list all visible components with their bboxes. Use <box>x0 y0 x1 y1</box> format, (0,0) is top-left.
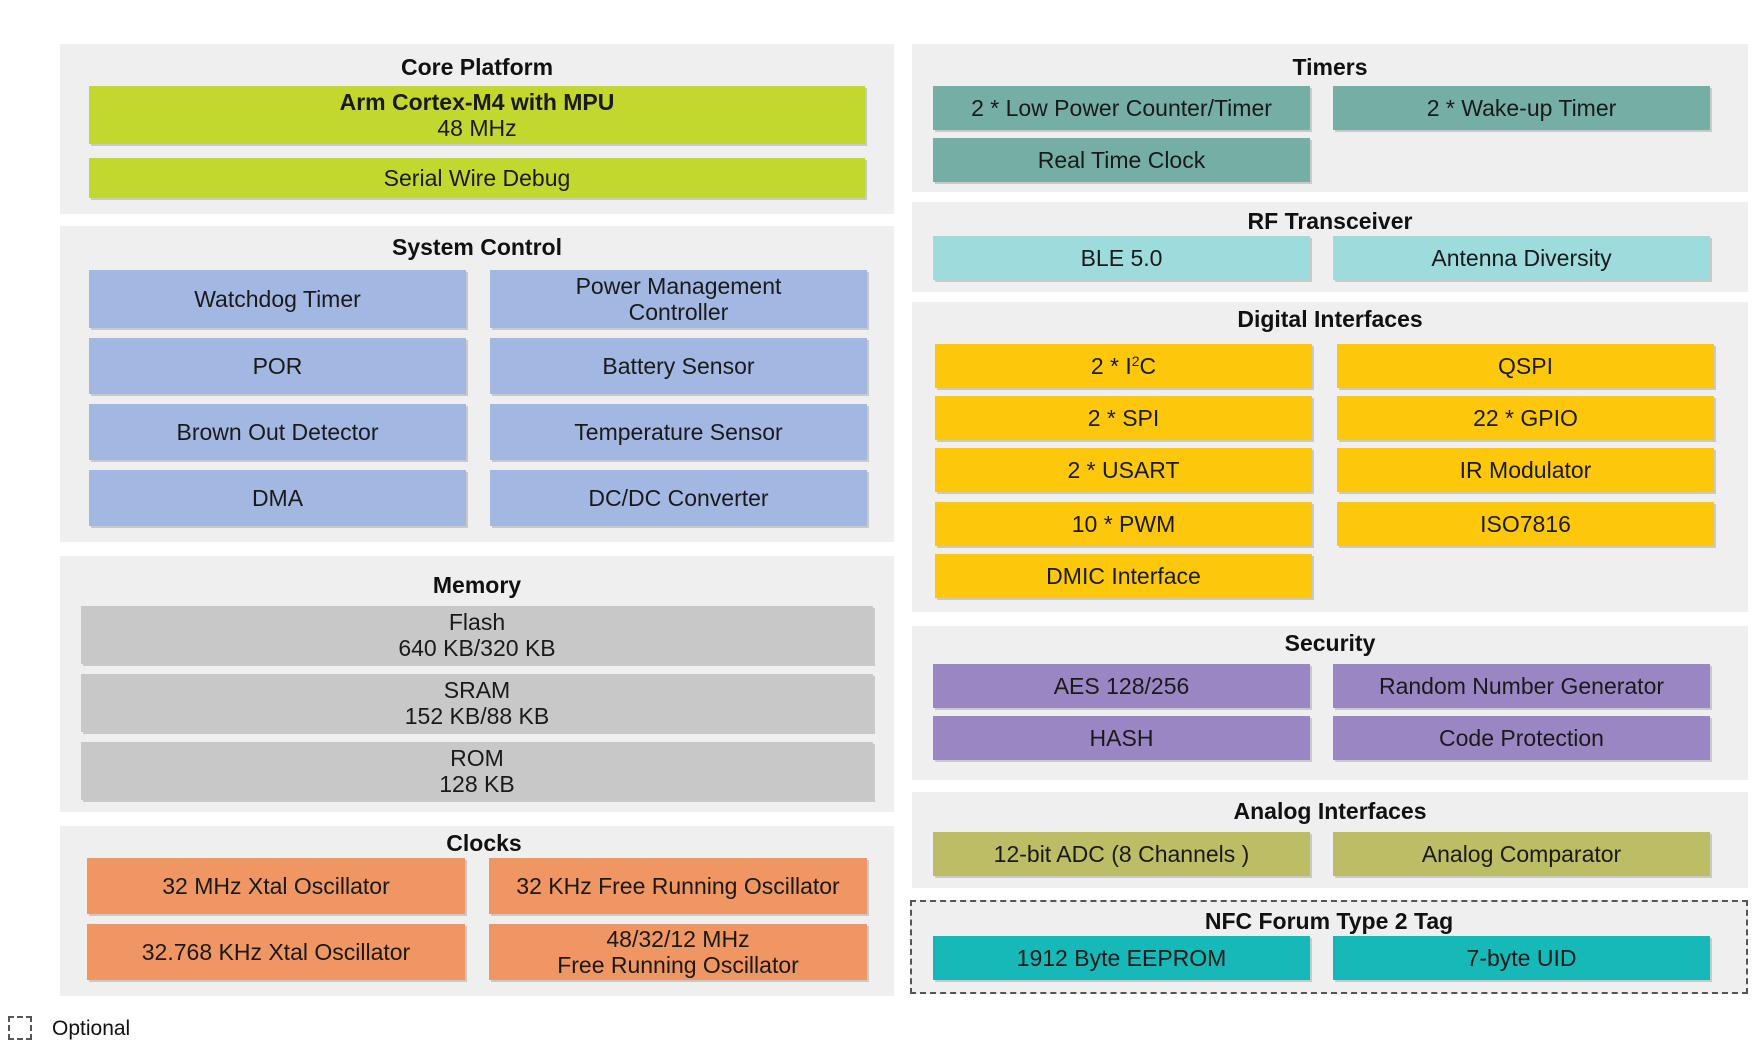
sram-size: 152 KB/88 KB <box>404 703 550 729</box>
32mhz-xtal-block: 32 MHz Xtal Oscillator <box>87 858 465 914</box>
cpu-block: Arm Cortex-M4 with MPU 48 MHz <box>89 86 865 144</box>
sram-block: SRAM 152 KB/88 KB <box>81 674 873 732</box>
32768khz-xtal-block: 32.768 KHz Xtal Oscillator <box>87 924 465 980</box>
aes-block: AES 128/256 <box>933 664 1310 708</box>
dmic-interface-block: DMIC Interface <box>935 554 1312 598</box>
nfc-tag-panel: NFC Forum Type 2 Tag 1912 Byte EEPROM 7-… <box>910 900 1748 994</box>
usart-block: 2 * USART <box>935 448 1312 492</box>
rf-transceiver-title: RF Transceiver <box>1247 208 1413 234</box>
iso7816-block: ISO7816 <box>1337 502 1714 546</box>
wake-up-timer-block: 2 * Wake-up Timer <box>1333 86 1710 130</box>
spi-block: 2 * SPI <box>935 396 1312 440</box>
low-power-counter-block: 2 * Low Power Counter/Timer <box>933 86 1310 130</box>
security-panel: Security AES 128/256 Random Number Gener… <box>912 626 1748 780</box>
uid-block: 7-byte UID <box>1333 936 1710 980</box>
analog-interfaces-title: Analog Interfaces <box>1233 798 1427 824</box>
gpio-block: 22 * GPIO <box>1337 396 1714 440</box>
cpu-freq: 48 MHz <box>437 115 517 141</box>
cpu-name: Arm Cortex-M4 with MPU <box>339 89 615 115</box>
qspi-block: QSPI <box>1337 344 1714 388</box>
48mhz-label-1: 48/32/12 MHz <box>606 926 750 952</box>
memory-title: Memory <box>432 572 522 598</box>
dma-block: DMA <box>89 470 466 526</box>
watchdog-timer-block: Watchdog Timer <box>89 270 466 328</box>
temperature-sensor-block: Temperature Sensor <box>490 404 867 460</box>
flash-size: 640 KB/320 KB <box>398 635 556 661</box>
optional-legend-icon <box>8 1016 32 1040</box>
core-platform-title: Core Platform <box>400 54 554 80</box>
optional-legend-label: Optional <box>52 1017 131 1040</box>
pwm-block: 10 * PWM <box>935 502 1312 546</box>
brown-out-detector-block: Brown Out Detector <box>89 404 466 460</box>
ir-modulator-block: IR Modulator <box>1337 448 1714 492</box>
por-block: POR <box>89 338 466 394</box>
rf-transceiver-panel: RF Transceiver BLE 5.0 Antenna Diversity <box>912 202 1748 292</box>
flash-block: Flash 640 KB/320 KB <box>81 606 873 664</box>
rng-block: Random Number Generator <box>1333 664 1710 708</box>
hash-block: HASH <box>933 716 1310 760</box>
timers-title: Timers <box>1292 54 1368 80</box>
clocks-title: Clocks <box>446 830 522 856</box>
battery-sensor-block: Battery Sensor <box>490 338 867 394</box>
32khz-free-running-block: 32 KHz Free Running Oscillator <box>489 858 867 914</box>
memory-panel: Memory Flash 640 KB/320 KB SRAM 152 KB/8… <box>60 556 894 812</box>
sram-name: SRAM <box>443 677 511 703</box>
power-management-block: Power Management Controller <box>490 270 867 328</box>
real-time-clock-block: Real Time Clock <box>933 138 1310 182</box>
core-platform-panel: Core Platform Arm Cortex-M4 with MPU 48 … <box>60 44 894 214</box>
rom-size: 128 KB <box>439 771 515 797</box>
analog-comparator-block: Analog Comparator <box>1333 832 1710 876</box>
digital-interfaces-panel: Digital Interfaces 2 * I2C QSPI 2 * SPI … <box>912 302 1748 612</box>
antenna-diversity-block: Antenna Diversity <box>1333 236 1710 280</box>
i2c-label: 2 * I2C <box>1090 353 1157 379</box>
rom-block: ROM 128 KB <box>81 742 873 800</box>
system-control-panel: System Control Watchdog Timer Power Mana… <box>60 226 894 542</box>
system-control-title: System Control <box>392 234 562 260</box>
security-title: Security <box>1284 630 1376 656</box>
flash-name: Flash <box>448 609 506 635</box>
code-protection-block: Code Protection <box>1333 716 1710 760</box>
serial-wire-debug-block: Serial Wire Debug <box>89 158 865 198</box>
48mhz-label-2: Free Running Oscillator <box>557 952 799 978</box>
analog-interfaces-panel: Analog Interfaces 12-bit ADC (8 Channels… <box>912 792 1748 888</box>
nfc-tag-title: NFC Forum Type 2 Tag <box>1204 908 1454 934</box>
dcdc-converter-block: DC/DC Converter <box>490 470 867 526</box>
i2c-block: 2 * I2C <box>935 344 1312 388</box>
48mhz-free-running-block: 48/32/12 MHz Free Running Oscillator <box>489 924 867 980</box>
ble-block: BLE 5.0 <box>933 236 1310 280</box>
power-management-label: Power Management <box>575 273 782 299</box>
rom-name: ROM <box>450 745 504 771</box>
power-management-label-2: Controller <box>628 299 729 325</box>
eeprom-block: 1912 Byte EEPROM <box>933 936 1310 980</box>
digital-interfaces-title: Digital Interfaces <box>1237 306 1423 332</box>
timers-panel: Timers 2 * Low Power Counter/Timer 2 * W… <box>912 44 1748 192</box>
adc-block: 12-bit ADC (8 Channels ) <box>933 832 1310 876</box>
clocks-panel: Clocks 32 MHz Xtal Oscillator 32 KHz Fre… <box>60 826 894 996</box>
